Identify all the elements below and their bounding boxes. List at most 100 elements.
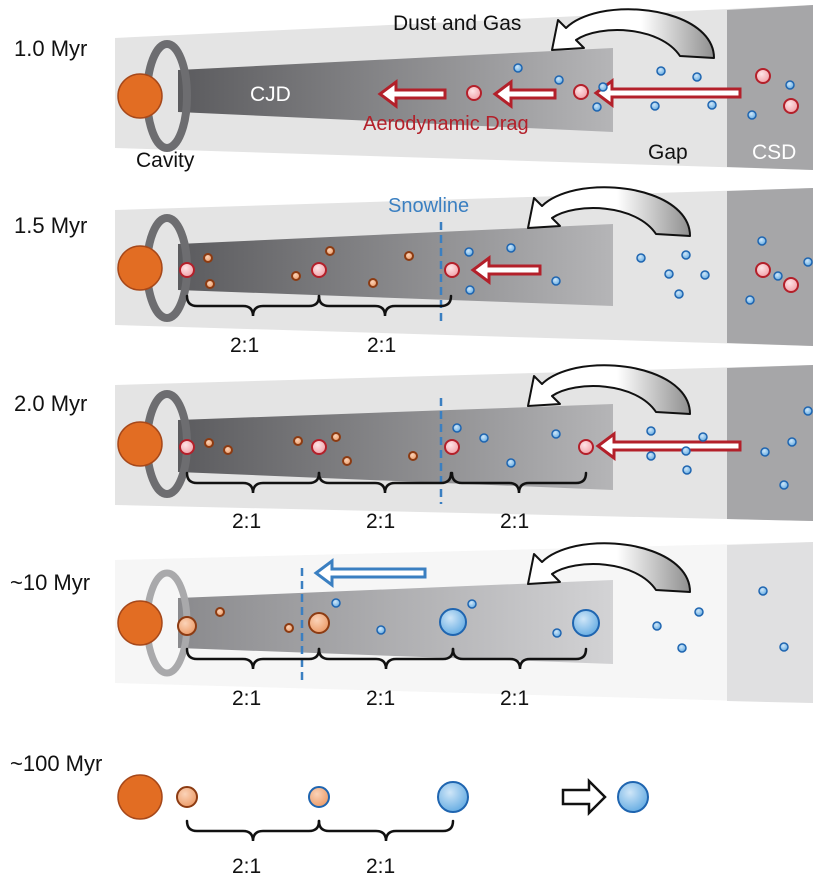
rocky-pebble — [293, 436, 303, 446]
icy-grain — [773, 271, 783, 281]
flow-arrow — [527, 186, 691, 237]
icy-grain — [779, 642, 789, 652]
icy-grain — [747, 110, 757, 120]
rocky-pebble — [325, 246, 335, 256]
icy-grain — [779, 480, 789, 490]
pebble — [578, 439, 594, 455]
pebble — [311, 439, 327, 455]
rocky-planet — [177, 616, 197, 636]
icy-grain — [452, 423, 462, 433]
resonance-brace — [317, 294, 453, 317]
ratio-label: 2:1 — [230, 334, 259, 357]
rocky-pebble — [404, 251, 414, 261]
pebble — [783, 277, 799, 293]
pebble — [466, 85, 482, 101]
resonance-brace — [185, 294, 321, 317]
icy-grains — [464, 236, 813, 305]
cjd-disk — [178, 404, 613, 490]
cavity-label: Cavity — [136, 149, 195, 172]
icy-planet — [437, 781, 469, 813]
rocky-pebble — [223, 445, 233, 455]
gap-label: Gap — [648, 141, 688, 164]
panel-1-0-myr: 1.0 Myr Dust and Gas CJD Aerodynamic Dra… — [14, 5, 813, 172]
icy-grain — [757, 236, 767, 246]
rocky-pebble — [204, 438, 214, 448]
csd-region — [727, 5, 813, 170]
pebble — [179, 439, 195, 455]
icy-grain — [646, 451, 656, 461]
icy-grain — [467, 599, 477, 609]
csd-region — [727, 365, 813, 521]
flow-arrow — [527, 364, 691, 415]
drag-arrow — [470, 255, 542, 285]
icy-grain — [513, 63, 523, 73]
icy-grain — [803, 406, 813, 416]
rocky-pebbles — [215, 607, 294, 633]
icy-grain — [758, 586, 768, 596]
icy-grain — [331, 598, 341, 608]
red-pebbles — [179, 262, 799, 293]
resonance-brace — [185, 471, 321, 494]
icy-grains — [513, 63, 795, 120]
pebble — [444, 439, 460, 455]
drag-arrow-2 — [492, 79, 557, 109]
icy-grain — [551, 276, 561, 286]
icy-grain — [698, 432, 708, 442]
icy-grain — [646, 426, 656, 436]
star — [117, 245, 163, 291]
resonance-braces — [185, 471, 588, 494]
pebble — [755, 262, 771, 278]
rocky-pebble — [331, 432, 341, 442]
icy-grain — [465, 285, 475, 295]
icy-grain — [787, 437, 797, 447]
ratio-label: 2:1 — [366, 855, 395, 878]
icy-grain — [681, 446, 691, 456]
star — [117, 421, 163, 467]
red-pebbles — [466, 68, 799, 114]
icy-grain — [636, 253, 646, 263]
time-label: ~10 Myr — [10, 570, 90, 595]
time-label: 2.0 Myr — [14, 391, 87, 416]
ratio-label: 2:1 — [366, 510, 395, 533]
panel-1-5-myr: 1.5 Myr Snowline — [14, 186, 813, 357]
icy-grain — [692, 72, 702, 82]
cjd-disk — [178, 224, 613, 306]
icy-grains — [331, 586, 789, 653]
icy-grains — [452, 406, 813, 490]
resonance-brace — [317, 471, 453, 494]
resonance-brace — [451, 647, 588, 670]
drag-arrow-3 — [377, 79, 447, 109]
panel-100-myr: ~100 Myr 2:1 2:1 — [10, 751, 649, 878]
rocky-pebble — [408, 451, 418, 461]
time-label: 1.0 Myr — [14, 36, 87, 61]
rocky-planets — [177, 612, 330, 636]
resonance-braces — [185, 819, 455, 842]
rocky-pebble — [342, 456, 352, 466]
icy-grain — [803, 257, 813, 267]
icy-grain — [785, 80, 795, 90]
ratio-label: 2:1 — [232, 687, 261, 710]
icy-grain — [506, 458, 516, 468]
icy-grain — [656, 66, 666, 76]
rocky-pebble — [291, 271, 301, 281]
icy-grain — [652, 621, 662, 631]
star — [117, 600, 163, 646]
icy-planet — [617, 781, 649, 813]
icy-grain — [479, 433, 489, 443]
time-label: ~100 Myr — [10, 751, 102, 776]
panel-10-myr: ~10 Myr — [10, 542, 813, 710]
cjd-disk — [178, 580, 613, 664]
icy-grain — [681, 250, 691, 260]
ratio-label: 2:1 — [232, 510, 261, 533]
dust-gas-label: Dust and Gas — [393, 12, 521, 35]
resonance-brace — [317, 819, 455, 842]
flow-arrow — [527, 542, 691, 593]
icy-grain — [664, 269, 674, 279]
icy-grain — [551, 429, 561, 439]
pebble — [783, 98, 799, 114]
red-pebbles — [179, 439, 594, 455]
rocky-pebble — [205, 279, 215, 289]
pebble — [179, 262, 195, 278]
icy-grain — [376, 625, 386, 635]
icy-grain — [677, 643, 687, 653]
